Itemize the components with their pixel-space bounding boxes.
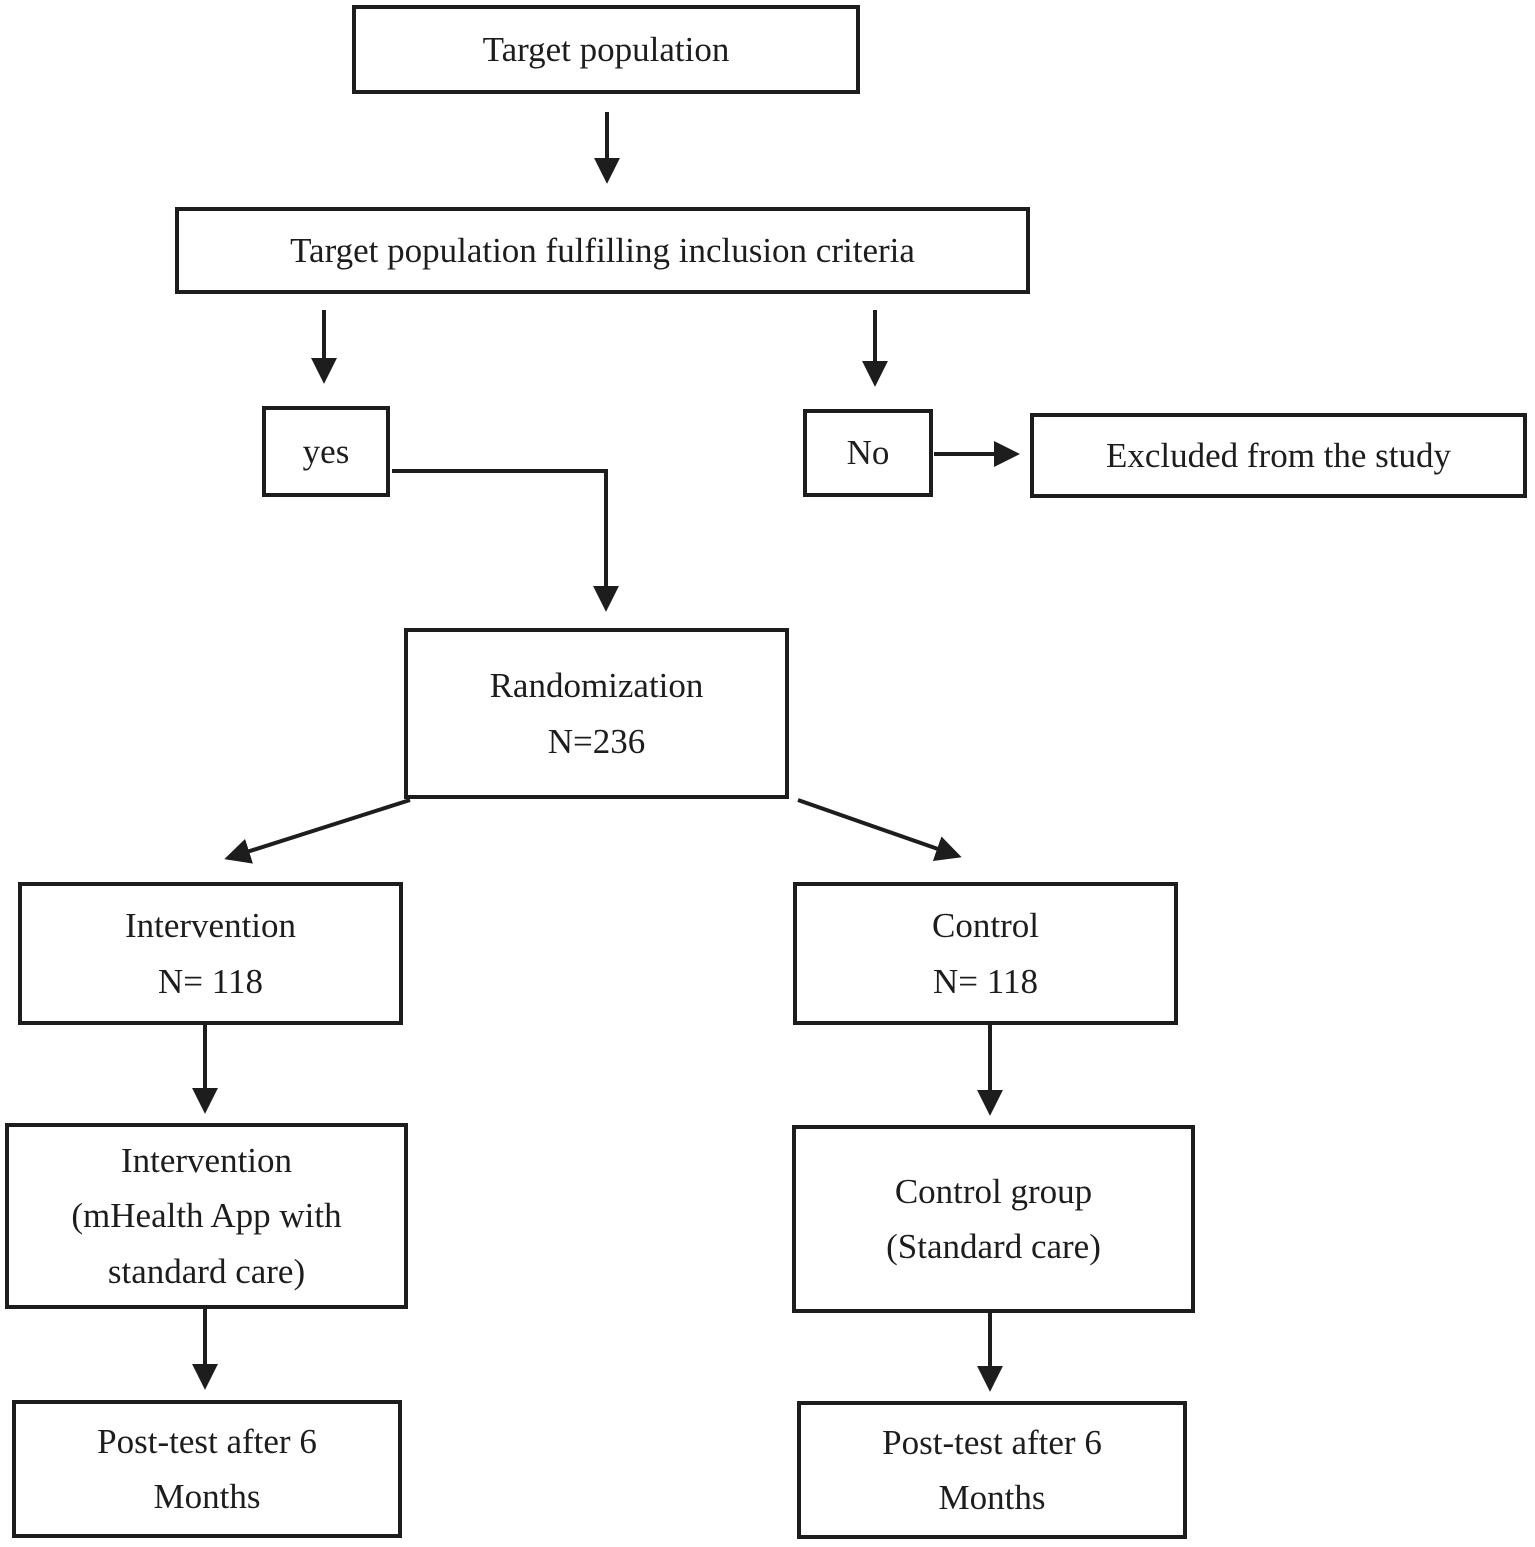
node-label-line2: N= 118 [158, 961, 263, 1001]
node-yes: yes [262, 406, 390, 497]
node-target-population: Target population [352, 5, 860, 94]
arrow-randomization-to-control [797, 798, 962, 861]
node-label-line1: Control group [894, 1171, 1093, 1211]
node-label: Target population [482, 29, 730, 69]
node-label-line2: (mHealth App with [71, 1196, 342, 1236]
node-control-detail: Control group (Standard care) [792, 1125, 1195, 1313]
arrow-yes-to-randomization [392, 469, 619, 612]
node-label-line1: Intervention [120, 1141, 293, 1181]
node-label-line2: (Standard care) [886, 1227, 1101, 1266]
node-posttest-control: Post-test after 6 Months [797, 1401, 1187, 1539]
node-intervention-detail: Intervention (mHealth App with standard … [5, 1123, 408, 1309]
node-label: Target population fulfilling inclusion c… [290, 230, 915, 270]
node-label-line3: standard care) [107, 1251, 306, 1291]
node-label-line1: Randomization [489, 666, 704, 706]
node-label-line1: Post-test after 6 [882, 1422, 1102, 1462]
node-label-line1: Intervention [124, 906, 297, 946]
node-intervention-group: Intervention N= 118 [18, 882, 403, 1025]
node-label-line2: Months [153, 1477, 261, 1516]
node-randomization: Randomization N=236 [404, 628, 789, 799]
node-label-line1: Post-test after 6 [97, 1421, 317, 1461]
arrow-randomization-to-intervention [224, 798, 411, 864]
node-label-line2: N=236 [547, 721, 646, 761]
node-inclusion-criteria: Target population fulfilling inclusion c… [175, 207, 1030, 294]
node-control-group: Control N= 118 [793, 882, 1178, 1025]
node-label: yes [302, 431, 350, 471]
node-label-line1: Control [932, 906, 1039, 946]
node-label-line2: Months [938, 1478, 1046, 1517]
node-label: Excluded from the study [1105, 435, 1452, 475]
node-label: No [846, 433, 890, 473]
node-excluded-from-study: Excluded from the study [1030, 413, 1527, 498]
node-posttest-intervention: Post-test after 6 Months [12, 1400, 402, 1538]
node-no: No [803, 409, 933, 497]
node-label-line2: N= 118 [933, 961, 1038, 1001]
